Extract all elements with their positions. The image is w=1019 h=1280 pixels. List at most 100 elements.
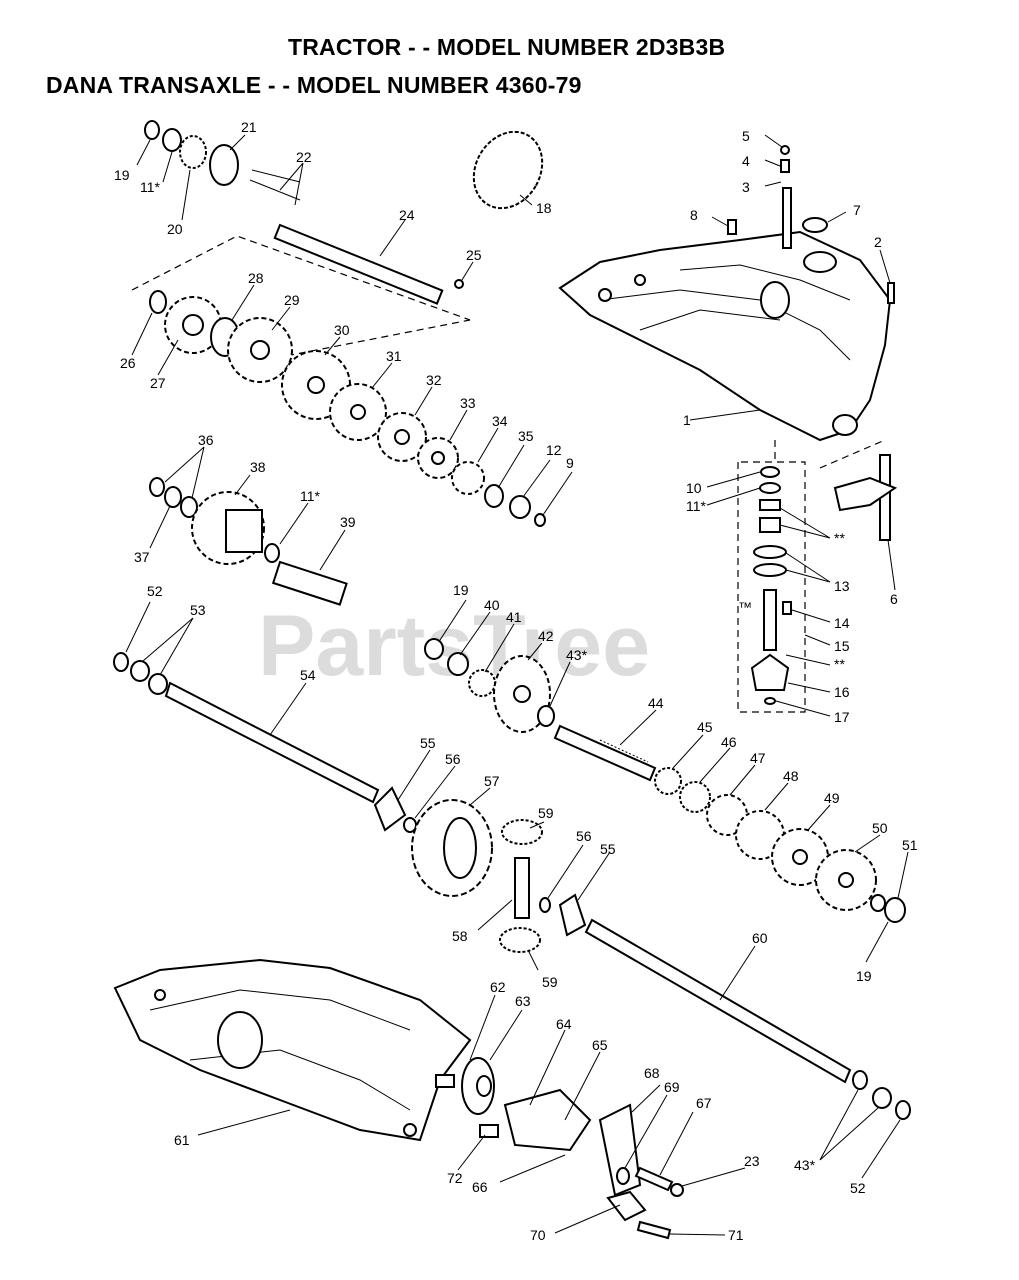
callout-38: 38	[250, 459, 266, 475]
callout-1: 1	[683, 412, 691, 428]
parts-62-to-72	[435, 1057, 684, 1240]
callout-36: 36	[198, 432, 214, 448]
callout-63: 63	[515, 993, 531, 1009]
callout-47: 47	[750, 750, 766, 766]
callout-62: 62	[490, 979, 506, 995]
callout-3: 3	[742, 179, 750, 195]
page-title-tractor-model: TRACTOR - - MODEL NUMBER 2D3B3B	[288, 34, 726, 60]
callout-58: 58	[452, 928, 468, 944]
shaft-44-assembly	[553, 724, 906, 923]
part-5	[780, 145, 790, 155]
callout-52-left: 52	[147, 583, 163, 599]
callout-53: 53	[190, 602, 206, 618]
callout-66: 66	[472, 1179, 488, 1195]
callout-4: 4	[742, 153, 750, 169]
callout-19-middle: 19	[453, 582, 469, 598]
callout-43-bottom: 43*	[794, 1157, 816, 1173]
callout-9: 9	[566, 455, 574, 471]
shaft-54-assembly	[113, 652, 493, 897]
shaft-part-3	[782, 187, 792, 249]
shaft-stack-parts	[750, 466, 792, 705]
callout-71: 71	[728, 1227, 744, 1243]
callout-48: 48	[783, 768, 799, 784]
callout-18: 18	[536, 200, 552, 216]
callout-32: 32	[426, 372, 442, 388]
callout-6: 6	[890, 591, 898, 607]
callout-13: 13	[834, 578, 850, 594]
callout-8: 8	[690, 207, 698, 223]
callout-55-right: 55	[600, 841, 616, 857]
callout-55-left: 55	[420, 735, 436, 751]
callout-12: 12	[546, 442, 562, 458]
callout-33: 33	[460, 395, 476, 411]
callout-42: 42	[538, 628, 554, 644]
callout-31: 31	[386, 348, 402, 364]
callout-19-right: 19	[856, 968, 872, 984]
callout-49: 49	[824, 790, 840, 806]
callout-65: 65	[592, 1037, 608, 1053]
callout-5: 5	[742, 128, 750, 144]
page-title-transaxle-model: DANA TRANSAXLE - - MODEL NUMBER 4360-79	[46, 72, 582, 98]
callout-67: 67	[696, 1095, 712, 1111]
callout-60: 60	[752, 930, 768, 946]
callout-72: 72	[447, 1170, 463, 1186]
callout-30: 30	[334, 322, 350, 338]
part-7	[802, 217, 828, 233]
callout-25: 25	[466, 247, 482, 263]
callout-11-top: 11*	[140, 179, 161, 195]
differential-parts	[499, 819, 911, 1120]
callout-45: 45	[697, 719, 713, 735]
callout-dots-lower: **	[834, 656, 845, 672]
callout-7: 7	[853, 202, 861, 218]
callout-46: 46	[721, 734, 737, 750]
callout-54: 54	[300, 667, 316, 683]
bolt-part-8	[727, 219, 737, 235]
watermark-trademark: ™	[738, 599, 752, 615]
callout-40: 40	[484, 597, 500, 613]
lower-housing-part	[113, 958, 472, 1142]
callout-69: 69	[664, 1079, 680, 1095]
callout-51: 51	[902, 837, 918, 853]
chain-part-18	[472, 130, 544, 210]
callout-52-right: 52	[850, 1180, 866, 1196]
callout-39: 39	[340, 514, 356, 530]
callout-64: 64	[556, 1016, 572, 1032]
callout-26: 26	[120, 355, 136, 371]
callout-17: 17	[834, 709, 850, 725]
callout-61: 61	[174, 1132, 190, 1148]
callout-11-left: 11*	[300, 488, 321, 504]
callout-labels: 1 2 3 4 5 6 7 8 9 10 11* ** 12 13 14 15 …	[114, 119, 918, 1243]
gears-40-to-43	[424, 638, 555, 733]
callout-41: 41	[506, 609, 522, 625]
callout-15: 15	[834, 638, 850, 654]
leader-lines	[125, 134, 909, 1236]
callout-dots-upper: **	[834, 530, 845, 546]
callout-37: 37	[134, 549, 150, 565]
callout-29: 29	[284, 292, 300, 308]
gears-26-to-35	[149, 290, 546, 527]
gears-36-to-39	[149, 477, 348, 606]
upper-housing-part	[558, 230, 892, 442]
bolt-part-2	[887, 282, 895, 304]
callout-59-lower: 59	[542, 974, 558, 990]
callout-19-top: 19	[114, 167, 130, 183]
callout-59-upper: 59	[538, 805, 554, 821]
callout-21: 21	[241, 119, 257, 135]
callout-14: 14	[834, 615, 850, 631]
callout-56-right: 56	[576, 828, 592, 844]
part-6-bracket	[833, 454, 898, 541]
callout-16: 16	[834, 684, 850, 700]
callout-11-right: 11*	[686, 498, 707, 514]
callout-44: 44	[648, 695, 664, 711]
callout-23: 23	[744, 1153, 760, 1169]
callout-20: 20	[167, 221, 183, 237]
callout-28: 28	[248, 270, 264, 286]
callout-24: 24	[399, 207, 415, 223]
callout-56-left: 56	[445, 751, 461, 767]
callout-2: 2	[874, 234, 882, 250]
callout-43-middle: 43*	[566, 647, 588, 663]
callout-70: 70	[530, 1227, 546, 1243]
callout-50: 50	[872, 820, 888, 836]
part-4	[780, 159, 790, 173]
